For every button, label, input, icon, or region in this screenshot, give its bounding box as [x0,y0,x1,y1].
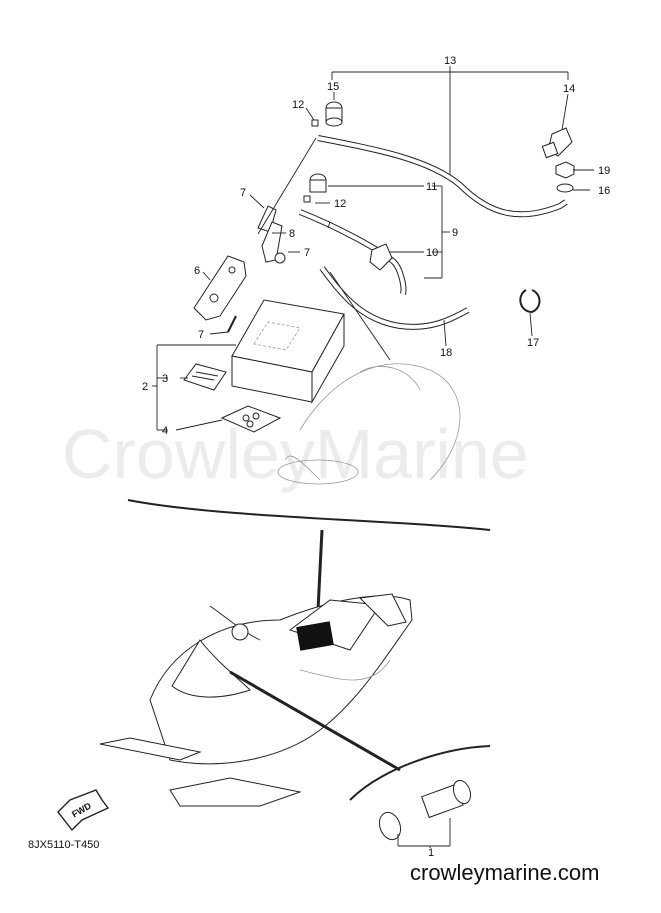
nut-19 [555,161,575,179]
bolt-12-upper [311,119,319,127]
callout-13-bracket [331,66,569,175]
callout-3: 3 [162,373,168,385]
callout-8: 8 [289,228,295,240]
parts-kit-4 [220,405,282,433]
callout-10: 10 [426,247,438,259]
callout-18: 18 [440,347,452,359]
snowmobile [99,593,413,807]
fwd-arrow-icon: FWD [57,789,110,832]
callout-19: 19 [598,165,610,177]
callout-1: 1 [428,847,434,859]
screw-7 [274,252,286,264]
callout-1-bracket [397,818,451,848]
diagram-code: 8JX5110-T450 [28,839,99,851]
terminal-cap-11 [309,173,327,193]
callout-11: 11 [426,181,437,193]
callout-6: 7 [198,329,204,341]
callout-15: 15 [327,81,339,93]
callout-labels: 13 15 14 12 19 11 16 7 12 8 9 7 10 6 7 1… [142,55,610,859]
leader-lines [175,92,594,431]
callout-13: 13 [444,55,456,67]
terminal-cover-14 [541,127,573,159]
callout-4: 4 [162,425,168,437]
callout-9: 9 [452,227,458,239]
pointer-line-upper [316,529,324,611]
callout-16: 16 [598,185,610,197]
callout-2: 2 [142,381,148,393]
callout-17: 17 [527,337,539,349]
callout-7-lower: 7 [304,247,310,259]
warning-label-3 [183,363,227,391]
callout-5: 6 [194,265,200,277]
bolt-12-lower [303,195,311,203]
battery-bracket-5 [193,255,247,321]
terminal-cap-15 [325,101,343,127]
bolt-6 [227,315,237,333]
site-url: crowleymarine.com [410,860,600,885]
terminal-cover-10 [369,243,393,271]
detail-frame [127,499,491,531]
clip-17 [519,289,541,314]
battery-compartment-outline [277,363,461,485]
callout-14: 14 [563,83,575,95]
battery [231,299,345,404]
callout-2-bracket [152,344,236,431]
pointer-line-lower [229,670,401,772]
callout-7-upper: 7 [240,187,246,199]
callout-12-upper: 12 [292,99,304,111]
callout-12-lower: 12 [334,198,346,210]
callout-9-bracket [328,185,450,279]
washer-16 [556,183,574,193]
outlet-detail-frame [349,745,491,801]
watermark: CrowleyMarine [62,415,529,493]
accessory-outlet-1 [378,779,472,841]
